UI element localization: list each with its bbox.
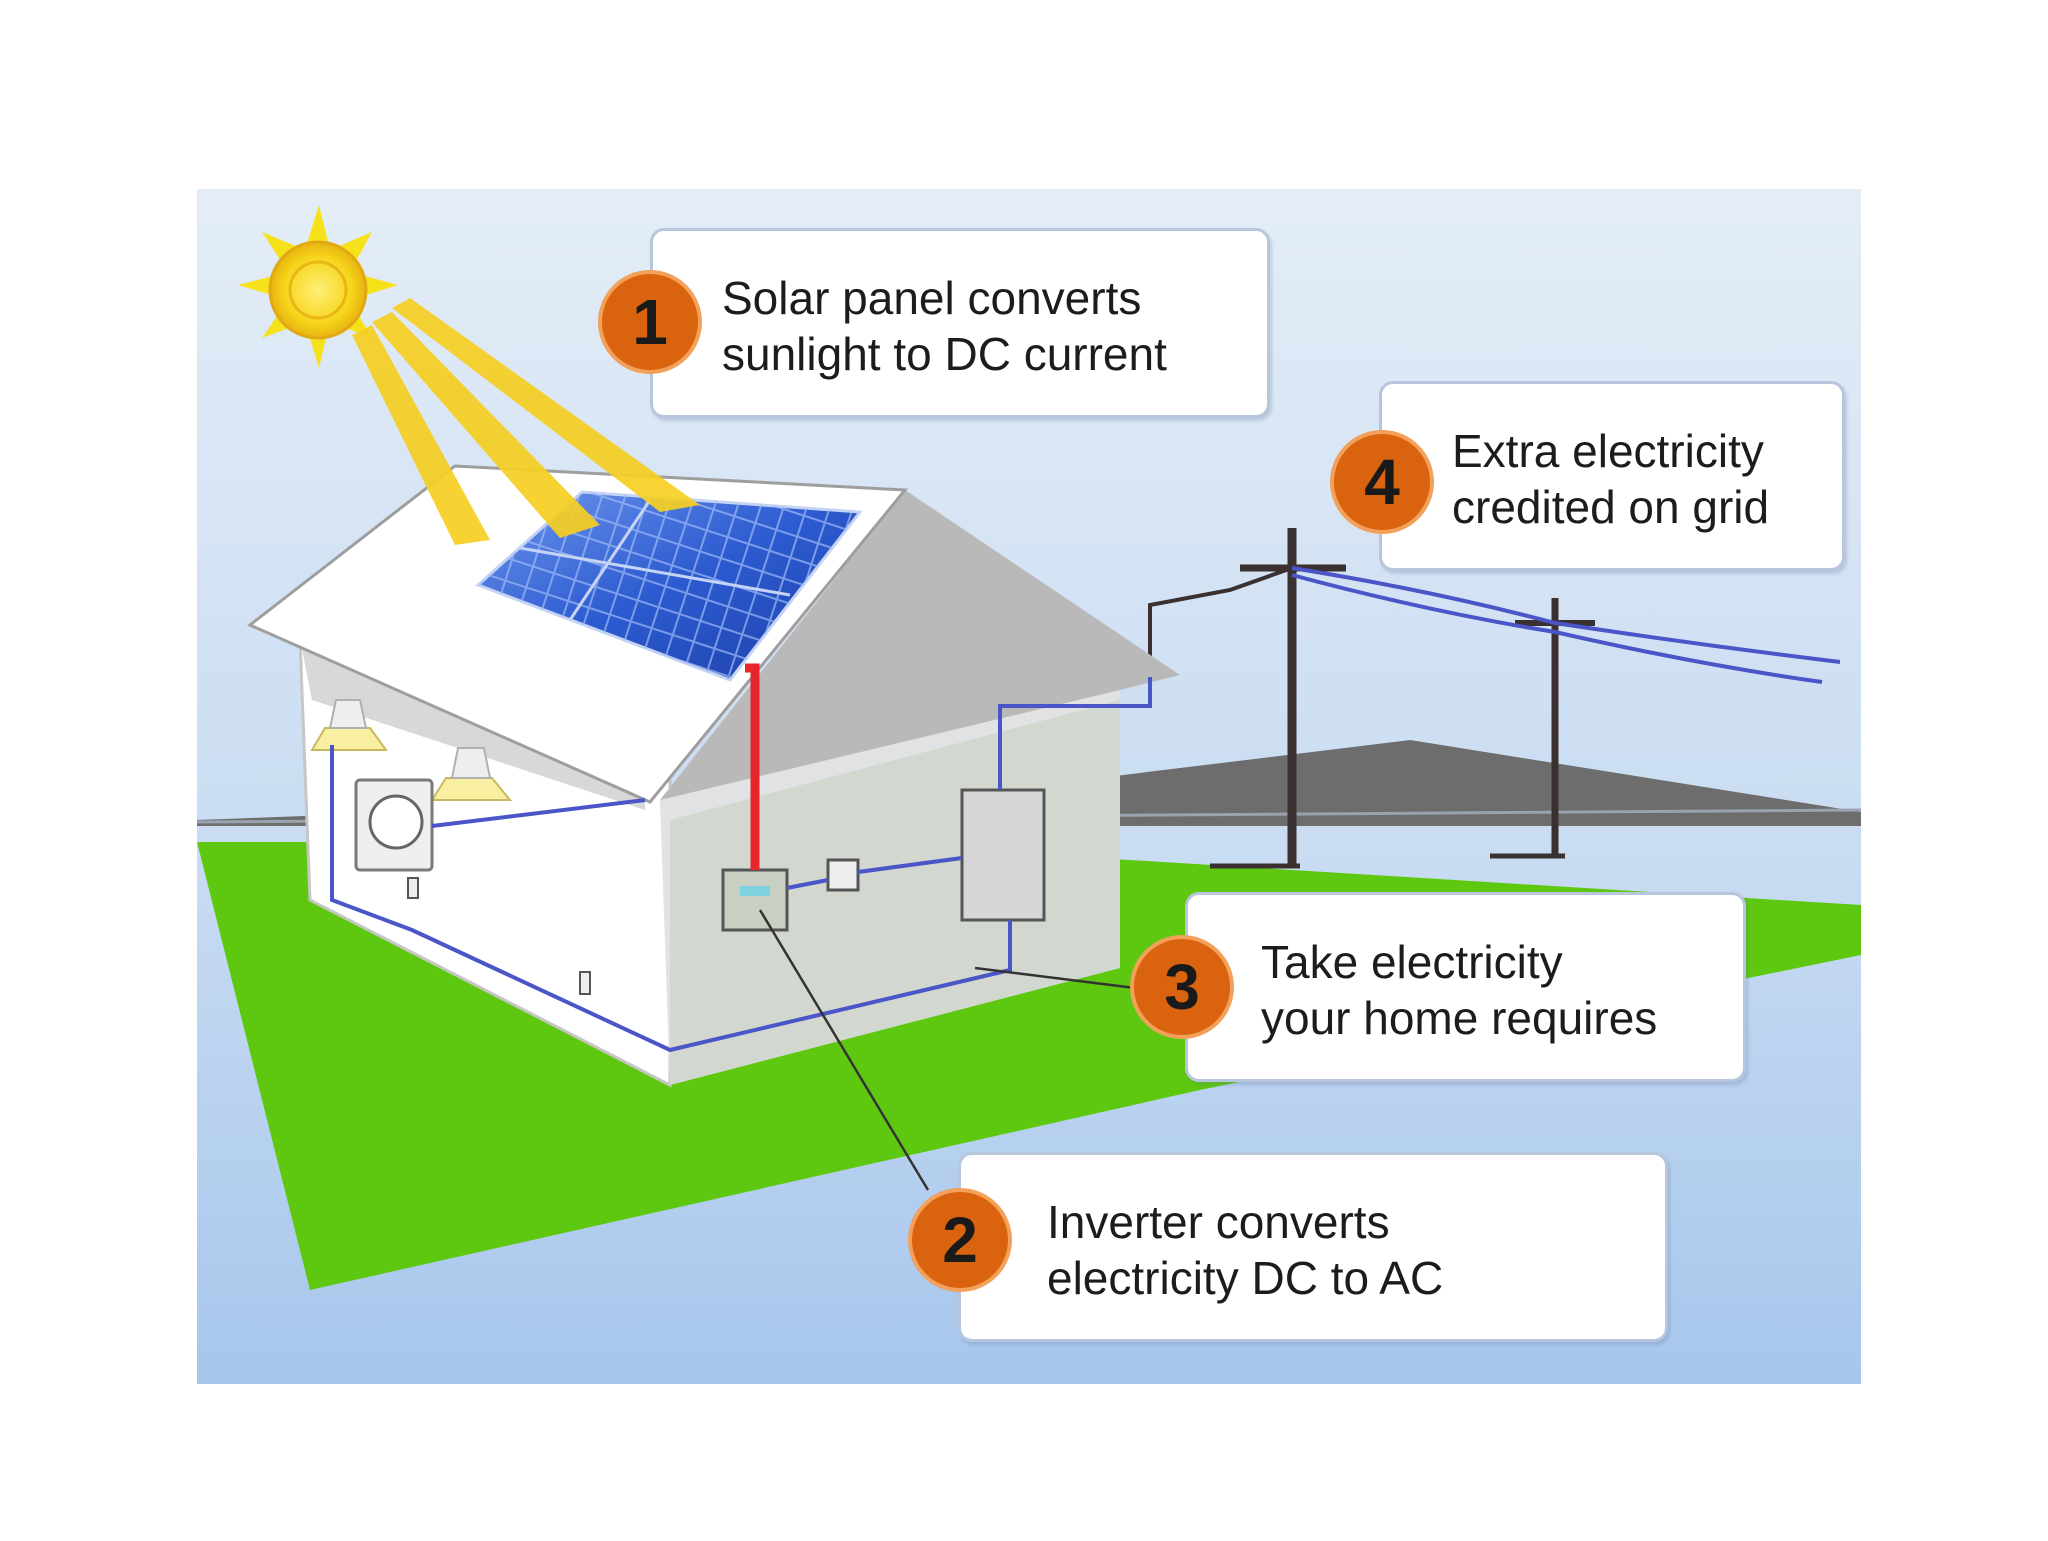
sun xyxy=(238,205,398,368)
step-2-text: Inverter converts electricity DC to AC xyxy=(1047,1194,1443,1306)
inverter-box xyxy=(721,868,789,932)
leader-lines xyxy=(758,909,1136,1191)
breaker-panel xyxy=(960,788,1046,922)
callout-3 xyxy=(1185,892,1746,1082)
step-4-badge: 4 xyxy=(1330,430,1434,534)
house xyxy=(247,464,1180,1088)
step-1-line-2: sunlight to DC current xyxy=(722,328,1167,380)
step-4-line-1: Extra electricity xyxy=(1452,425,1764,477)
step-2-badge: 2 xyxy=(908,1188,1012,1292)
sun-rays xyxy=(352,298,700,545)
step-3-badge: 3 xyxy=(1130,935,1234,1039)
step-1-line-1: Solar panel converts xyxy=(722,272,1142,324)
step-3-line-2: your home requires xyxy=(1261,992,1658,1044)
step-3-text: Take electricity your home requires xyxy=(1261,934,1657,1046)
dc-wire xyxy=(745,663,760,870)
step-2-line-1: Inverter converts xyxy=(1047,1196,1390,1248)
ac-wiring xyxy=(330,677,1152,1053)
step-4-line-2: credited on grid xyxy=(1452,481,1770,533)
step-1-badge: 1 xyxy=(598,270,702,374)
callout-2 xyxy=(958,1152,1668,1342)
step-3-line-1: Take electricity xyxy=(1261,936,1563,988)
step-4-text: Extra electricity credited on grid xyxy=(1452,423,1769,535)
utility-grid xyxy=(1148,528,1841,869)
callout-1 xyxy=(650,228,1270,418)
callout-4 xyxy=(1379,381,1845,571)
step-2-line-2: electricity DC to AC xyxy=(1047,1252,1444,1304)
step-1-text: Solar panel converts sunlight to DC curr… xyxy=(722,270,1167,382)
